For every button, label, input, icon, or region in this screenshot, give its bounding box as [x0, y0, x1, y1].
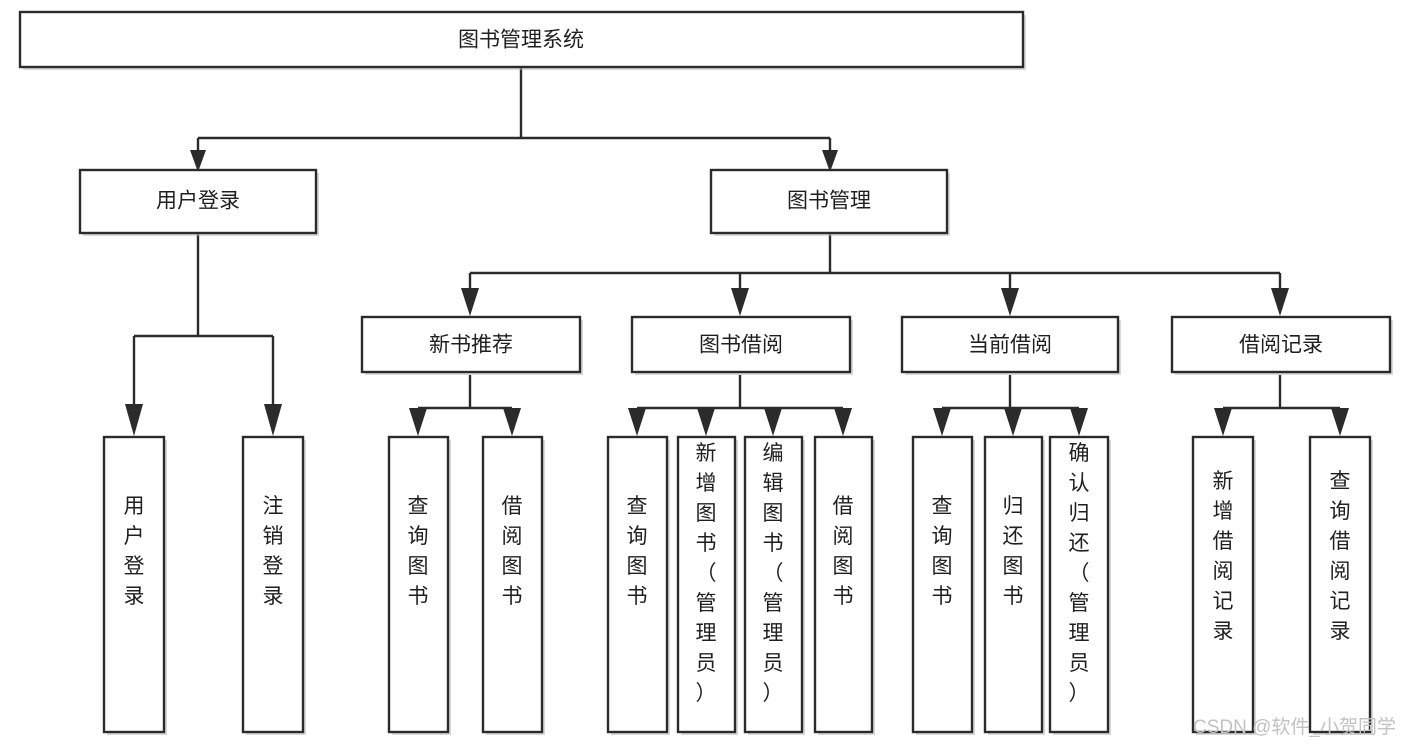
- node-leaf-add-book-box[interactable]: [676, 435, 737, 734]
- node-leaf-query-record[interactable]: 查询借阅记录: [1308, 435, 1373, 735]
- node-current-borrow[interactable]: 当前借阅: [900, 315, 1121, 375]
- node-leaf-add-book-label: 新增图书（管理员）: [696, 442, 717, 705]
- arrow-head-book-borrow: [731, 288, 749, 316]
- node-leaf-borrow-book-2-box[interactable]: [813, 435, 874, 734]
- node-leaf-query-record-box[interactable]: [1308, 435, 1372, 734]
- arrow-head-leaf-borrow-book-2: [834, 408, 852, 436]
- arrow-head-book-manage: [822, 150, 838, 172]
- arrow-head-user-login: [190, 150, 206, 172]
- node-leaf-borrow-book-1-box[interactable]: [481, 435, 544, 734]
- node-leaf-confirm-return-label: 确认归还（管理员）: [1069, 442, 1090, 705]
- arrow-head-leaf-add-record: [1214, 408, 1232, 436]
- node-leaf-user-logout-box[interactable]: [241, 435, 305, 734]
- node-current-borrow-box[interactable]: [900, 315, 1120, 374]
- node-leaf-edit-book-label: 编辑图书（管理员）: [763, 442, 784, 705]
- node-leaf-return-book-label: 归还图书: [1003, 495, 1024, 608]
- arrow-head-leaf-edit-book: [764, 408, 782, 436]
- node-leaf-query-book-3[interactable]: 查询图书: [911, 435, 975, 735]
- node-leaf-user-login-label: 用户登录: [124, 495, 145, 608]
- arrow-head-leaf-query-book-1: [409, 408, 427, 436]
- node-new-book-recommend[interactable]: 新书推荐: [360, 315, 583, 375]
- arrow-head-leaf-return-book: [1004, 408, 1022, 436]
- node-leaf-return-book[interactable]: 归还图书: [983, 435, 1045, 735]
- node-leaf-borrow-book-2-label: 借阅图书: [833, 495, 854, 608]
- csdn-watermark: CSDN @软件_小贺同学: [1193, 716, 1396, 738]
- node-root-box[interactable]: [18, 10, 1025, 69]
- node-leaf-query-book-2-label: 查询图书: [627, 495, 648, 608]
- node-leaf-user-login-box[interactable]: [102, 435, 166, 734]
- node-leaf-query-record-label: 查询借阅记录: [1330, 470, 1351, 643]
- node-new-book-recommend-label: 新书推荐: [429, 334, 513, 357]
- node-book-manage-box[interactable]: [709, 168, 949, 235]
- node-leaf-query-book-1-label: 查询图书: [408, 495, 429, 608]
- arrow-head-leaf-add-book: [697, 408, 715, 436]
- node-leaf-user-login[interactable]: 用户登录: [102, 435, 167, 735]
- node-leaf-query-book-3-box[interactable]: [911, 435, 974, 734]
- node-book-manage-label: 图书管理: [787, 190, 871, 213]
- arrow-head-new-book-recommend: [461, 288, 479, 316]
- node-borrow-record[interactable]: 借阅记录: [1170, 315, 1393, 375]
- node-borrow-record-box[interactable]: [1170, 315, 1392, 374]
- node-leaf-confirm-return[interactable]: 确认归还（管理员）: [1048, 435, 1111, 735]
- node-leaf-edit-book-box[interactable]: [743, 435, 804, 734]
- connector-layer: [125, 68, 1349, 436]
- node-leaf-query-book-3-label: 查询图书: [932, 495, 953, 608]
- node-leaf-borrow-book-1-label: 借阅图书: [502, 495, 523, 608]
- node-root[interactable]: 图书管理系统: [18, 10, 1026, 70]
- node-leaf-add-record-label: 新增借阅记录: [1213, 470, 1234, 643]
- node-leaf-add-record[interactable]: 新增借阅记录: [1191, 435, 1256, 735]
- node-leaf-add-book[interactable]: 新增图书（管理员）: [676, 435, 738, 735]
- arrow-head-leaf-query-book-3: [933, 408, 951, 436]
- node-leaf-user-logout-label: 注销登录: [263, 495, 284, 608]
- node-leaf-query-book-1-box[interactable]: [387, 435, 450, 734]
- node-book-borrow[interactable]: 图书借阅: [630, 315, 853, 375]
- node-book-manage[interactable]: 图书管理: [709, 168, 950, 236]
- node-borrow-record-label: 借阅记录: [1239, 334, 1323, 357]
- arrow-head-leaf-query-book-2: [628, 408, 646, 436]
- node-leaf-borrow-book-1[interactable]: 借阅图书: [481, 435, 545, 735]
- node-leaf-confirm-return-box[interactable]: [1048, 435, 1110, 734]
- node-user-login[interactable]: 用户登录: [78, 168, 319, 236]
- node-leaf-return-book-box[interactable]: [983, 435, 1044, 734]
- node-root-label: 图书管理系统: [458, 29, 584, 52]
- node-user-login-label: 用户登录: [156, 190, 240, 213]
- node-leaf-edit-book[interactable]: 编辑图书（管理员）: [743, 435, 805, 735]
- arrow-head-leaf-confirm-return: [1070, 408, 1088, 436]
- node-leaf-borrow-book-2[interactable]: 借阅图书: [813, 435, 875, 735]
- arrow-head-leaf-borrow-book-1: [503, 408, 521, 436]
- arrow-head-leaf-user-login: [125, 404, 143, 436]
- arrow-head-current-borrow: [1001, 288, 1019, 316]
- node-book-borrow-label: 图书借阅: [699, 334, 783, 357]
- arrow-head-borrow-record: [1271, 288, 1289, 316]
- node-current-borrow-label: 当前借阅: [968, 334, 1052, 357]
- node-leaf-query-book-2[interactable]: 查询图书: [606, 435, 670, 735]
- node-leaf-query-book-2-box[interactable]: [606, 435, 669, 734]
- arrow-head-leaf-query-record: [1331, 408, 1349, 436]
- node-user-login-box[interactable]: [78, 168, 318, 235]
- node-leaf-query-book-1[interactable]: 查询图书: [387, 435, 451, 735]
- node-new-book-recommend-box[interactable]: [360, 315, 582, 374]
- node-leaf-add-record-box[interactable]: [1191, 435, 1255, 734]
- node-leaf-user-logout[interactable]: 注销登录: [241, 435, 306, 735]
- node-book-borrow-box[interactable]: [630, 315, 852, 374]
- arrow-head-leaf-user-logout: [264, 404, 282, 436]
